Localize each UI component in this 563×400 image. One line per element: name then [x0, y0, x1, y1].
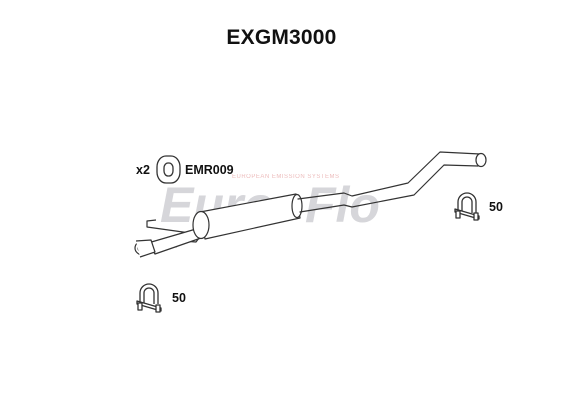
silencer-box-icon	[192, 193, 303, 240]
clamp-left-size: 50	[172, 291, 186, 305]
clamp-right-size: 50	[489, 200, 503, 214]
clamp-left-icon	[136, 283, 162, 313]
rubber-hanger-part-number: EMR009	[185, 163, 234, 177]
part-number-title: EXGM3000	[226, 26, 337, 49]
rubber-hanger-icon	[156, 155, 181, 184]
watermark-tagline: EUROPEAN EMISSION SYSTEMS	[232, 174, 340, 180]
clamp-right-icon	[454, 192, 480, 221]
tail-pipe-icon	[297, 151, 487, 213]
inlet-pipe-icon	[134, 228, 202, 258]
rubber-hanger-quantity: x2	[136, 163, 150, 177]
